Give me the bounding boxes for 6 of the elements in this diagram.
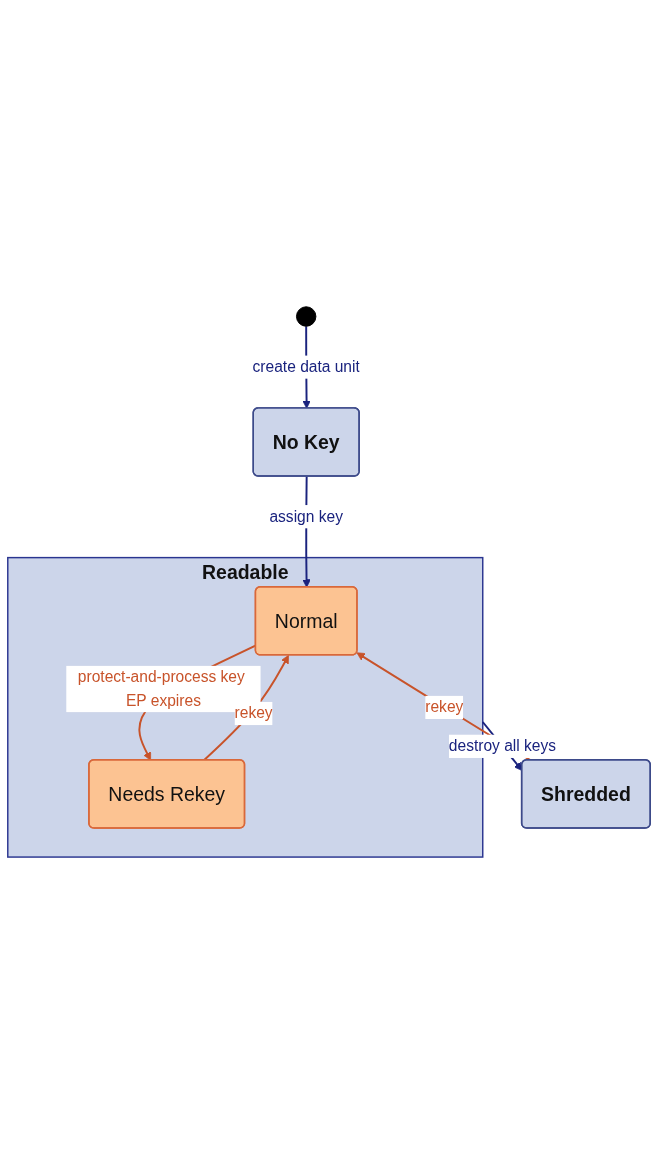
edge-label: rekey [425, 698, 464, 716]
edge-label: rekey [234, 704, 273, 722]
edge-label: assign key [269, 508, 343, 525]
edge-label: create data unit [252, 358, 360, 375]
edge-label: destroy all keys [448, 737, 557, 755]
node-circle [295, 306, 317, 327]
